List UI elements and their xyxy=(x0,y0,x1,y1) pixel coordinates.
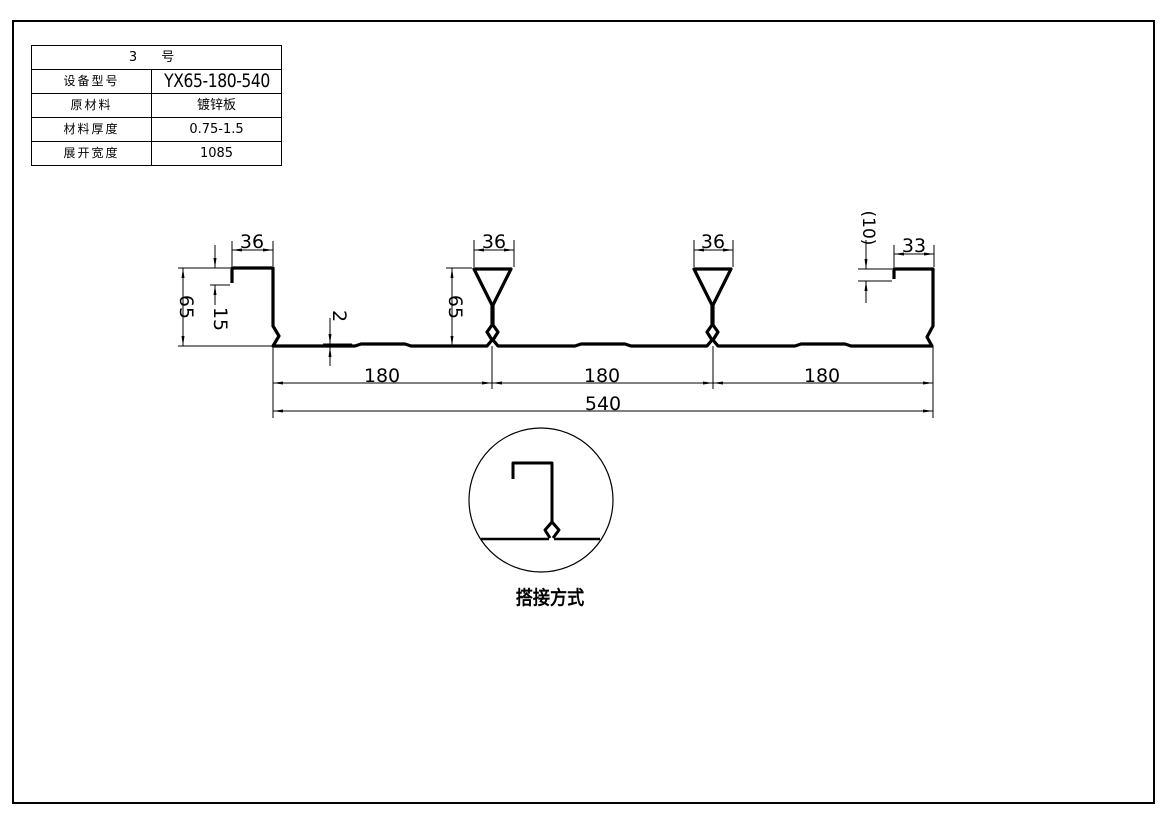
dim-mid-rib2-width: 36 xyxy=(701,231,725,253)
dim-pitch-1: 180 xyxy=(364,365,400,387)
spec-title: 3 号 xyxy=(30,45,283,70)
dim-left-step: 15 xyxy=(209,307,231,331)
dimension-lines xyxy=(178,240,935,418)
dim-left-height: 65 xyxy=(175,295,197,319)
dim-mid-rib-height: 65 xyxy=(444,295,466,319)
spec-value-width: 1085 xyxy=(150,141,283,166)
lap-joint-detail xyxy=(468,427,614,573)
dim-total-width: 540 xyxy=(585,393,621,415)
spec-label-model: 设备型号 xyxy=(31,69,152,94)
dimension-labels: 36 65 15 2 36 65 36 (10) 33 180 180 180 … xyxy=(175,211,926,415)
spec-row-thickness: 材料厚度 0.75-1.5 xyxy=(31,117,283,142)
spec-title-row: 3 号 xyxy=(30,45,283,70)
dim-pitch-2: 180 xyxy=(584,365,620,387)
spec-table: 3 号 设备型号 YX65-180-540 原材料 镀锌板 材料厚度 0.75-… xyxy=(30,45,283,166)
dim-pitch-3: 180 xyxy=(804,365,840,387)
spec-value-thickness: 0.75-1.5 xyxy=(150,117,283,142)
detail-caption: 搭接方式 xyxy=(515,587,585,609)
spec-row-model: 设备型号 YX65-180-540 xyxy=(31,69,282,94)
dim-right-top-width: 33 xyxy=(902,235,926,257)
spec-row-width: 展开宽度 1085 xyxy=(31,141,283,166)
drawing-frame xyxy=(12,20,1155,804)
spec-value-model: YX65-180-540 xyxy=(162,69,271,94)
spec-label-width: 展开宽度 xyxy=(31,141,152,166)
dim-rib-depth: 2 xyxy=(328,310,350,322)
deck-profile xyxy=(230,266,935,348)
dim-right-step: (10) xyxy=(858,211,878,246)
dim-mid-rib1-width: 36 xyxy=(482,231,506,253)
dim-left-top-width: 36 xyxy=(240,231,264,253)
